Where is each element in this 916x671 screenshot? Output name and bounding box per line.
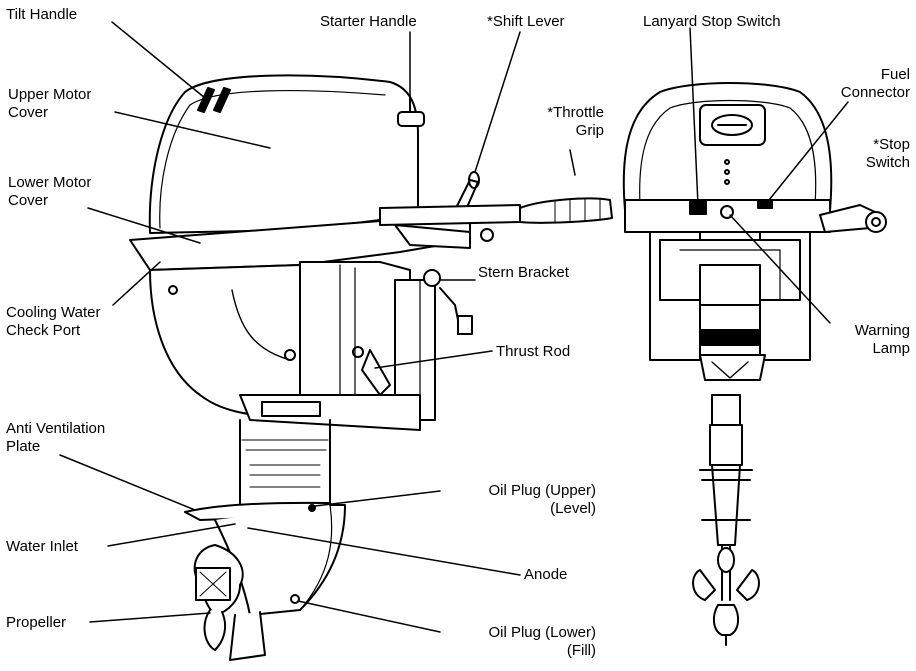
- label-starter-handle-text: Starter Handle: [320, 13, 417, 30]
- label-water-inlet: Water Inlet: [6, 538, 78, 556]
- label-upper-motor-cover-line2: Cover: [8, 104, 49, 121]
- label-oil-plug-lower: Oil Plug (Lower) (Fill): [420, 624, 596, 660]
- label-oil-plug-lower-line2: (Fill): [566, 642, 596, 659]
- label-throttle-grip-line1: *Throttle: [547, 104, 604, 121]
- label-anode-text: Anode: [524, 566, 568, 583]
- label-cooling-water-line2: Check Port: [6, 322, 81, 339]
- leader-anti-ventilation: [59, 454, 196, 511]
- leader-lower-motor-cover: [87, 207, 201, 244]
- leader-throttle-grip: [569, 149, 576, 176]
- label-oil-plug-lower-line1: Oil Plug (Lower): [488, 624, 596, 641]
- label-oil-plug-upper: Oil Plug (Upper) (Level): [420, 482, 596, 518]
- leader-cooling-water: [112, 261, 161, 306]
- label-anti-ventilation-plate: Anti Ventilation Plate: [6, 420, 105, 456]
- label-warning-lamp-line2: Lamp: [872, 340, 910, 357]
- leader-tilt-handle: [111, 21, 206, 99]
- label-lower-motor-cover-line1: Lower Motor: [8, 174, 92, 191]
- label-propeller: Propeller: [6, 614, 66, 632]
- label-thrust-rod: Thrust Rod: [496, 343, 570, 361]
- label-warning-lamp: Warning Lamp: [820, 322, 910, 358]
- label-tilt-handle-text: Tilt Handle: [6, 6, 78, 23]
- label-lanyard-stop-switch: Lanyard Stop Switch: [643, 13, 781, 31]
- label-upper-motor-cover: Upper Motor Cover: [8, 86, 91, 122]
- label-propeller-text: Propeller: [6, 614, 67, 631]
- label-anti-ventilation-line2: Plate: [6, 438, 41, 455]
- label-anode: Anode: [524, 566, 567, 584]
- starter-handle-shape: [397, 111, 425, 127]
- label-lower-motor-cover-line2: Cover: [8, 192, 49, 209]
- leader-oil-plug-upper: [314, 490, 441, 507]
- leader-thrust-rod: [374, 350, 493, 369]
- label-shift-lever: *Shift Lever: [487, 13, 565, 31]
- label-throttle-grip: *Throttle Grip: [512, 104, 604, 140]
- label-lower-motor-cover: Lower Motor Cover: [8, 174, 91, 210]
- label-lanyard-stop-switch-text: Lanyard Stop Switch: [643, 13, 781, 30]
- label-stern-bracket-text: Stern Bracket: [478, 264, 569, 281]
- leader-lines: [59, 21, 849, 633]
- label-fuel-connector-line1: Fuel: [880, 66, 910, 83]
- side-view-motor: [129, 74, 613, 661]
- label-starter-handle: Starter Handle: [320, 13, 417, 31]
- label-shift-lever-text: *Shift Lever: [487, 13, 565, 30]
- label-stop-switch-line2: Switch: [865, 154, 910, 171]
- label-stop-switch: *Stop Switch: [830, 136, 910, 172]
- label-fuel-connector: Fuel Connector: [800, 66, 910, 102]
- throttle-grip-shape: [519, 197, 613, 224]
- label-throttle-grip-line2: Grip: [575, 122, 604, 139]
- leader-shift-lever: [474, 31, 521, 173]
- leader-upper-motor-cover: [114, 111, 271, 149]
- label-warning-lamp-line1: Warning: [854, 322, 910, 339]
- leader-oil-plug-lower: [297, 600, 441, 633]
- label-cooling-water-line1: Cooling Water: [6, 304, 101, 321]
- label-stern-bracket: Stern Bracket: [478, 264, 569, 282]
- label-water-inlet-text: Water Inlet: [6, 538, 78, 555]
- leader-anode: [247, 527, 521, 576]
- label-tilt-handle: Tilt Handle: [6, 6, 77, 24]
- leader-warning-lamp: [729, 214, 831, 324]
- label-cooling-water-check-port: Cooling Water Check Port: [6, 304, 100, 340]
- label-anti-ventilation-line1: Anti Ventilation: [6, 420, 106, 437]
- upper-motor-cover-shape: [148, 74, 419, 234]
- shift-lever-shape: [454, 179, 479, 213]
- leader-fuel-connector: [764, 101, 849, 206]
- label-thrust-rod-text: Thrust Rod: [496, 343, 571, 360]
- front-view-motor: [622, 82, 887, 646]
- leader-water-inlet: [107, 523, 236, 547]
- label-oil-plug-upper-line1: Oil Plug (Upper): [488, 482, 596, 499]
- label-upper-motor-cover-line1: Upper Motor: [8, 86, 92, 103]
- label-oil-plug-upper-line2: (Level): [550, 500, 596, 517]
- label-stop-switch-line1: *Stop: [873, 136, 910, 153]
- leader-propeller: [89, 612, 211, 623]
- leader-lanyard-stop-switch: [689, 27, 699, 206]
- label-fuel-connector-line2: Connector: [840, 84, 910, 101]
